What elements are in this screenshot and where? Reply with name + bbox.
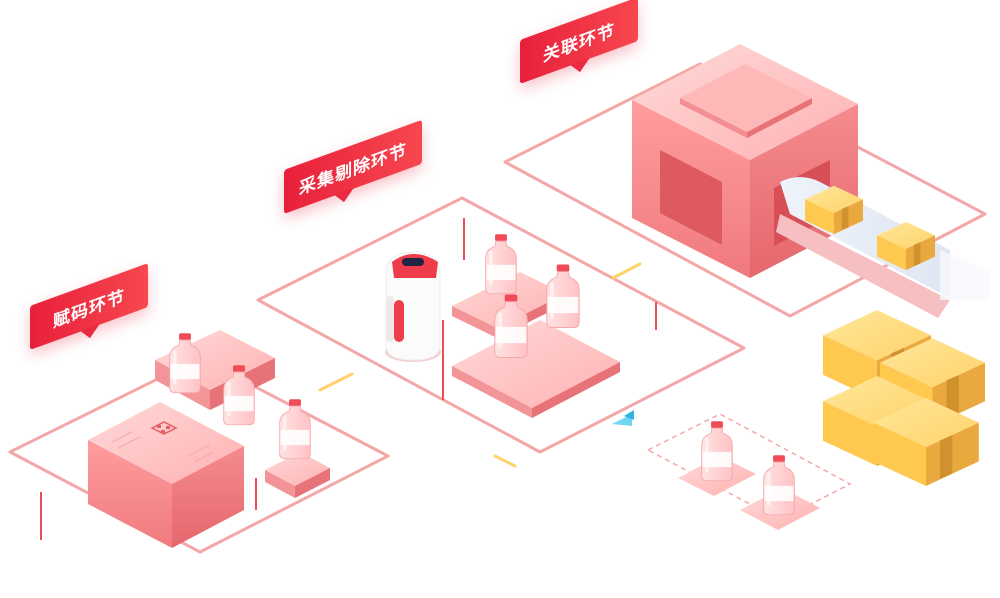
reject-zone-outline <box>646 413 852 521</box>
coding-printer-top <box>88 402 244 484</box>
qr-code-icon <box>150 421 178 435</box>
rejected-bottles <box>678 420 820 530</box>
connector-lines <box>318 262 642 468</box>
scanner-robot-icon <box>385 251 441 362</box>
coding-station <box>88 330 330 548</box>
stacked-cartons <box>823 310 985 486</box>
collect-station <box>452 233 620 418</box>
guide-posts <box>40 218 657 540</box>
